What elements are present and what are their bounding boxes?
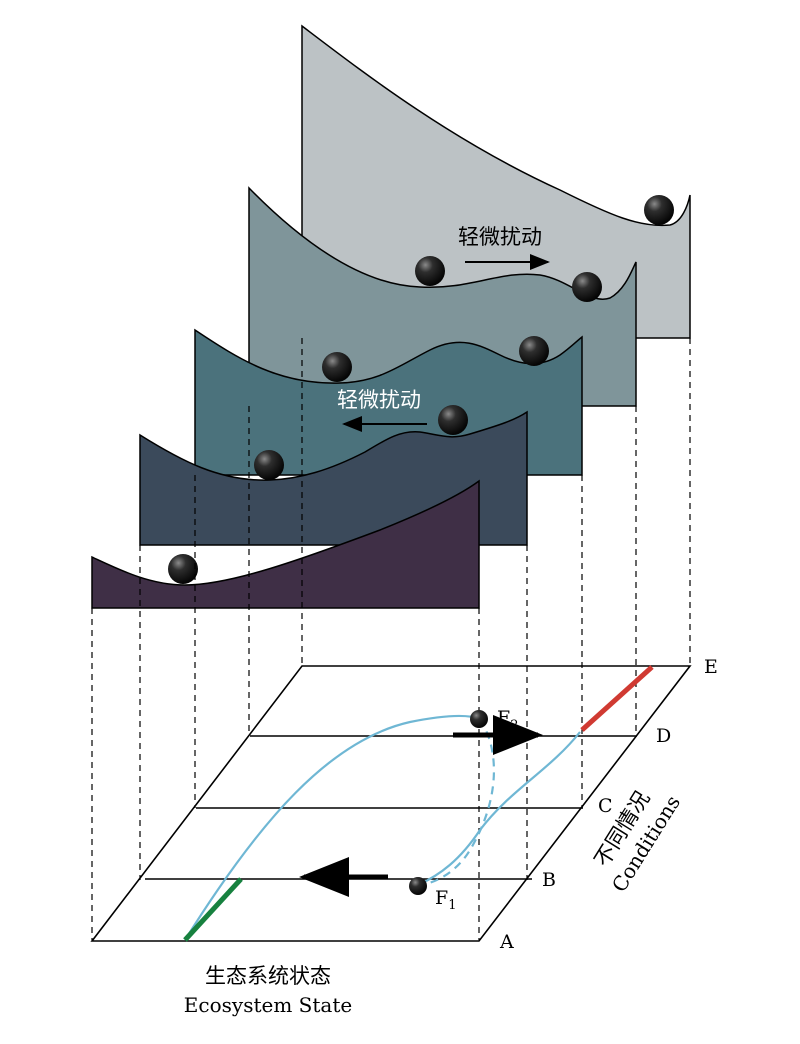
state-axis-title-en: Ecosystem State — [184, 993, 352, 1017]
threshold-point-f2: F2 — [470, 707, 518, 733]
condition-label-b: B — [542, 869, 556, 891]
landscape-layer-a — [91, 479, 480, 609]
f1-subscript: 1 — [448, 898, 456, 913]
ball-icon — [470, 710, 488, 728]
condition-label-d: D — [656, 725, 671, 747]
threshold-point-f1: F1 — [409, 877, 456, 913]
ball-icon — [572, 272, 602, 302]
f2-label: F — [497, 707, 510, 729]
ball-icon — [168, 554, 198, 584]
ball-icon — [438, 405, 468, 435]
ball-icon — [254, 450, 284, 480]
ball-icon — [644, 195, 674, 225]
landscape-layer-e — [301, 24, 691, 339]
plane-outline — [90, 665, 692, 942]
upper-branch-path — [417, 731, 581, 887]
perturbation-label-mid: 轻微扰动 — [337, 388, 421, 412]
stable-segment-red — [580, 665, 654, 732]
f2-subscript: 2 — [510, 718, 518, 733]
ball-icon — [415, 256, 445, 286]
landscape-surface-a — [91, 479, 480, 609]
ball-icon — [322, 352, 352, 382]
lower-branch-path — [184, 714, 481, 941]
svg-text:F1: F1 — [435, 887, 456, 913]
ball-icon — [409, 877, 427, 895]
hysteresis-path — [184, 714, 581, 941]
landscape-surface-e — [301, 24, 691, 339]
f1-label: F — [435, 887, 448, 909]
condition-label-c: C — [598, 795, 613, 817]
ball-icon — [519, 336, 549, 366]
condition-label-a: A — [499, 931, 514, 953]
stable-segment-green — [183, 877, 243, 942]
transition-dashed-path — [417, 718, 496, 887]
perturbation-label-top: 轻微扰动 — [458, 225, 542, 249]
condition-label-e: E — [704, 656, 718, 678]
state-axis-title-cn: 生态系统状态 — [205, 964, 331, 988]
condition-labels: A B C D E — [499, 656, 718, 953]
svg-text:F2: F2 — [497, 707, 518, 733]
